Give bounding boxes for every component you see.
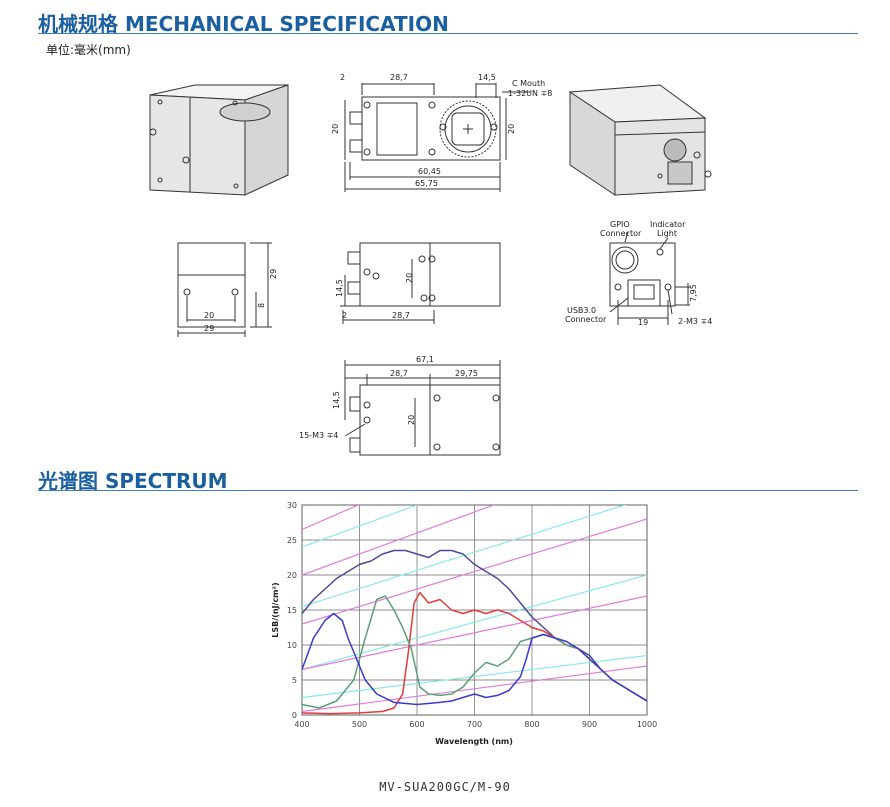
chart-ticks: 400 500 600 700 800 900 1000 0 5 10 15 20 25 30 <box>287 501 657 729</box>
bottom-dim-20: 20 <box>407 415 416 425</box>
x-tick-label: 600 <box>409 720 424 729</box>
side-dim-29-h: 29 <box>204 324 214 333</box>
x-tick-label: 800 <box>524 720 539 729</box>
chart-series <box>302 549 647 715</box>
back-m3: 2-M3 ∓4 <box>678 317 712 326</box>
x-tick-label: 500 <box>352 720 367 729</box>
top-dim-28-7: 28,7 <box>392 311 410 320</box>
spectrum-rule <box>38 490 858 491</box>
y-tick-label: 10 <box>287 641 297 650</box>
unit-label: 单位:毫米(mm) <box>46 43 131 57</box>
qe-line-cyan <box>302 574 647 671</box>
y-tick-label: 25 <box>287 536 297 545</box>
back-usb: USB3.0 <box>567 306 596 315</box>
y-tick-label: 5 <box>292 676 297 685</box>
mechanical-rule <box>38 33 858 34</box>
mechanical-title: 机械规格 MECHANICAL SPECIFICATION <box>38 12 449 36</box>
y-axis-label: LSB/(nJ/cm²) <box>271 582 280 637</box>
y-tick-label: 0 <box>292 711 297 720</box>
back-dim-19: 19 <box>638 318 648 327</box>
x-tick-label: 700 <box>467 720 482 729</box>
top-view <box>340 242 501 324</box>
bottom-m3: 15-M3 ∓4 <box>299 431 338 440</box>
y-tick-label: 15 <box>287 606 297 615</box>
bottom-dim-67-1: 67,1 <box>416 355 434 364</box>
bottom-view <box>344 360 501 456</box>
back-indicator: Indicator <box>650 220 686 229</box>
qe-line-cyan <box>302 505 627 608</box>
x-axis-label: Wavelength (nm) <box>435 737 513 746</box>
series-line-blue <box>302 612 647 706</box>
x-tick-label: 1000 <box>637 720 657 729</box>
back-light: Light <box>657 229 677 238</box>
top-dim-14-5: 14,5 <box>335 279 344 297</box>
front-dim-2: 2 <box>340 73 345 82</box>
front-view <box>344 83 530 192</box>
front-dim-65-75: 65,75 <box>415 179 438 188</box>
side-dim-29-v: 29 <box>269 269 278 279</box>
spectrum-title: 光谱图 SPECTRUM <box>38 469 228 493</box>
qe-line-cyan <box>302 505 419 548</box>
back-usb-connector: Connector <box>565 315 607 324</box>
iso-front-view <box>149 84 289 196</box>
side-view <box>177 242 272 337</box>
bottom-dim-29-75: 29,75 <box>455 369 478 378</box>
model-number: MV-SUA200GC/M-90 <box>379 780 511 794</box>
y-tick-label: 20 <box>287 571 297 580</box>
front-thread: 1-32UN ∓8 <box>508 89 552 98</box>
back-gpio: GPIO <box>610 220 630 229</box>
qe-line-magenta <box>302 505 496 576</box>
x-tick-label: 400 <box>294 720 309 729</box>
bottom-dim-14-5: 14,5 <box>332 391 341 409</box>
top-dim-20: 20 <box>405 273 414 283</box>
bottom-dim-28-7: 28,7 <box>390 369 408 378</box>
back-gpio-connector: Connector <box>600 229 642 238</box>
qe-line-magenta <box>302 665 647 713</box>
qe-line-magenta <box>302 518 647 625</box>
iso-back-view <box>568 84 712 196</box>
side-dim-20: 20 <box>204 311 214 320</box>
side-dim-8: 8 <box>257 303 266 308</box>
y-tick-label: 30 <box>287 501 297 510</box>
front-dim-20-right: 20 <box>507 124 516 134</box>
back-view <box>609 231 690 325</box>
qe-line-cyan <box>302 654 647 699</box>
front-dim-28-7: 28,7 <box>390 73 408 82</box>
x-tick-label: 900 <box>582 720 597 729</box>
top-dim-2: 2 <box>342 311 347 320</box>
front-c-mouth: C Mouth <box>512 79 545 88</box>
front-dim-20-left: 20 <box>331 124 340 134</box>
front-dim-14-5: 14,5 <box>478 73 496 82</box>
series-line-mono <box>302 549 647 702</box>
front-dim-60-45: 60,45 <box>418 167 441 176</box>
back-dim-7-95: 7,95 <box>689 284 698 302</box>
